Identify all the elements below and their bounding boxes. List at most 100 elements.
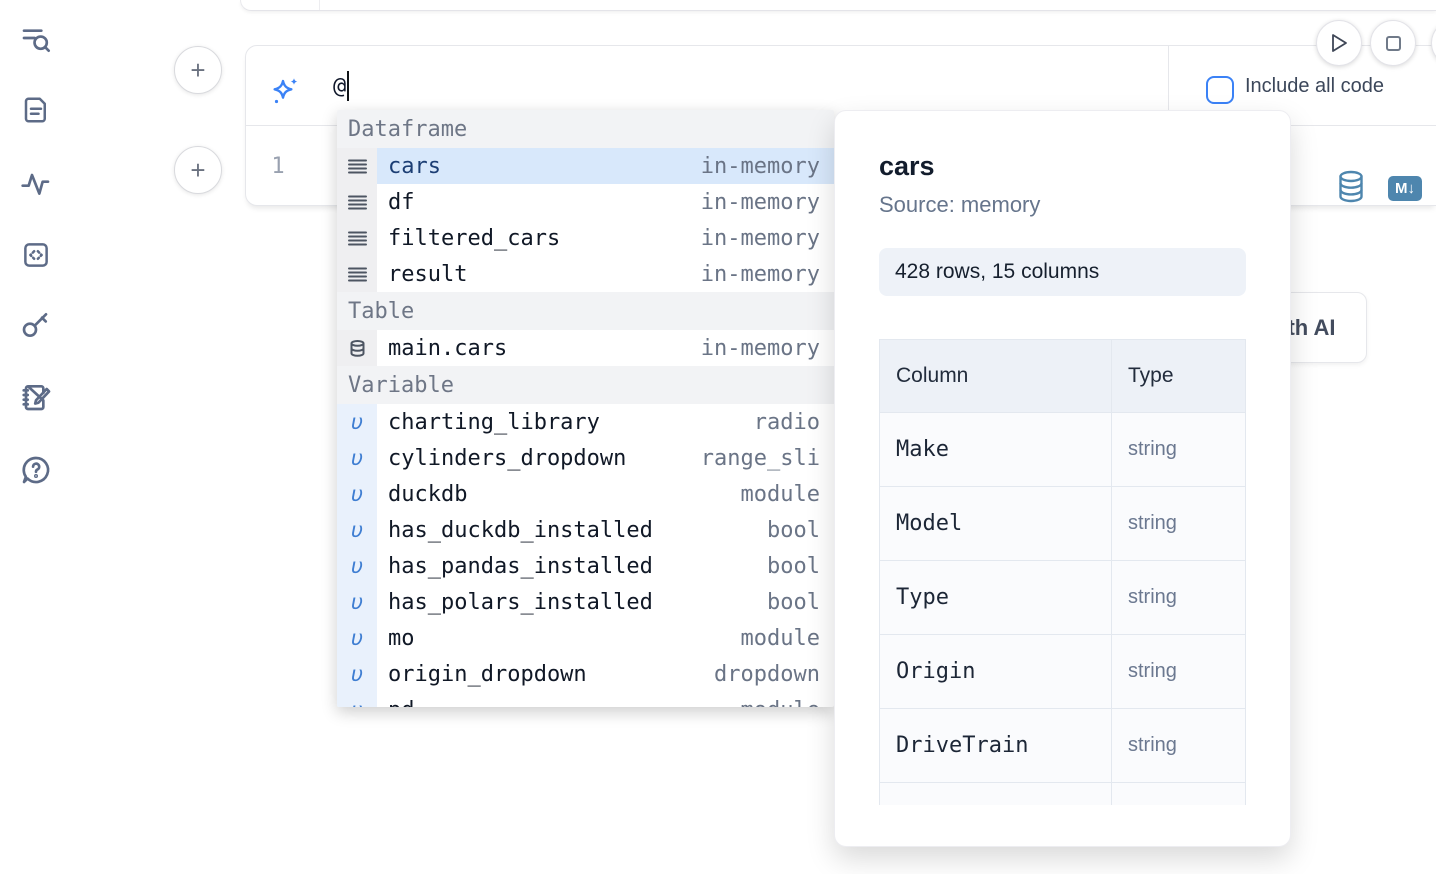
clipped-row: υ pd module: [337, 692, 834, 707]
sidebar-item-secrets[interactable]: [14, 303, 58, 347]
variable-icon: υ: [337, 512, 377, 548]
autocomplete-item[interactable]: result in-memory: [337, 256, 834, 292]
table-row: Origin string: [880, 634, 1245, 708]
autocomplete-item[interactable]: υ cylinders_dropdown range_sli: [337, 440, 834, 476]
autocomplete-item[interactable]: υ has_duckdb_installed bool: [337, 512, 834, 548]
table-row: Model string: [880, 486, 1245, 560]
dataframe-icon: [337, 148, 377, 184]
autocomplete-item[interactable]: υ origin_dropdown dropdown: [337, 656, 834, 692]
autocomplete-item[interactable]: υ mo module: [337, 620, 834, 656]
item-name: duckdb: [388, 481, 468, 507]
markdown-icon[interactable]: M↓: [1388, 176, 1422, 201]
panel-source: Source: memory: [879, 192, 1041, 217]
text-caret: [347, 71, 350, 101]
autocomplete-item[interactable]: filtered_cars in-memory: [337, 220, 834, 256]
divider: [1168, 46, 1169, 125]
include-all-code-label: Include all code: [1245, 74, 1384, 97]
dataframe-icon: [337, 220, 377, 256]
ai-sparkle-icon: [273, 78, 298, 104]
code-cell[interactable]: 1 M↓: [246, 126, 1436, 206]
column-name: DriveTrain: [896, 733, 1029, 758]
column-name: Make: [896, 437, 949, 462]
run-button[interactable]: [1316, 20, 1362, 66]
key-icon: [22, 313, 48, 337]
stop-button[interactable]: [1370, 20, 1416, 66]
item-name: result: [388, 261, 468, 287]
add-cell-button[interactable]: +: [174, 46, 222, 94]
section-header-dataframe: Dataframe: [337, 110, 834, 148]
item-kind: module: [740, 481, 820, 507]
column-name: Origin: [896, 659, 976, 684]
section-header-table: Table: [337, 292, 834, 330]
item-name: pd: [388, 698, 415, 708]
item-kind: in-memory: [700, 189, 820, 215]
dataframe-icon: [337, 184, 377, 220]
notebook-edit-icon: [22, 385, 51, 411]
autocomplete-dropdown: Dataframe cars in-memory df in-memory fi…: [337, 110, 834, 707]
autocomplete-item[interactable]: υ has_polars_installed bool: [337, 584, 834, 620]
sidebar-item-search[interactable]: [14, 18, 58, 62]
variable-icon: υ: [337, 440, 377, 476]
line-number: 1: [271, 153, 285, 179]
item-name: has_pandas_installed: [388, 553, 653, 579]
item-kind: module: [740, 625, 820, 651]
shape-badge: 428 rows, 15 columns: [879, 248, 1246, 296]
item-name: mo: [388, 625, 415, 651]
item-kind: module: [741, 698, 834, 708]
variable-icon: υ: [337, 656, 377, 692]
item-name: has_duckdb_installed: [388, 517, 653, 543]
autocomplete-item[interactable]: df in-memory: [337, 184, 834, 220]
item-kind: dropdown: [714, 661, 820, 687]
autocomplete-item[interactable]: υ pd module: [337, 692, 834, 707]
stop-icon: [1385, 35, 1401, 51]
autocomplete-item[interactable]: υ has_pandas_installed bool: [337, 548, 834, 584]
table-icon: [337, 330, 377, 366]
sidebar-item-snippets[interactable]: [14, 88, 58, 132]
sidebar-item-code[interactable]: [14, 233, 58, 277]
section-header-variable: Variable: [337, 366, 834, 404]
list-search-icon: [22, 29, 50, 52]
variable-icon: υ: [337, 620, 377, 656]
dataframe-preview-panel: cars Source: memory 428 rows, 15 columns…: [834, 110, 1291, 847]
type-header: Type: [1128, 364, 1174, 387]
sidebar-item-help[interactable]: [14, 448, 58, 492]
table-row-clipped: [880, 782, 1245, 805]
sidebar-item-scratchpad[interactable]: [14, 375, 58, 419]
add-cell-button[interactable]: +: [174, 146, 222, 194]
previous-cell-edge: [240, 0, 1436, 11]
item-kind: bool: [767, 553, 820, 579]
variable-icon: υ: [337, 548, 377, 584]
item-name: main.cars: [388, 335, 508, 361]
ai-prompt-input[interactable]: @: [333, 46, 350, 126]
divider: [319, 0, 320, 10]
sidebar-item-tracing[interactable]: [14, 161, 58, 205]
table-row: DriveTrain string: [880, 708, 1245, 782]
activity-icon: [21, 173, 50, 195]
help-icon: [22, 456, 50, 484]
autocomplete-item[interactable]: main.cars in-memory: [337, 330, 834, 366]
item-kind: in-memory: [700, 153, 820, 179]
column-type: string: [1128, 586, 1177, 608]
variable-icon: υ: [337, 692, 377, 707]
column-name: Model: [896, 511, 963, 536]
variable-icon: υ: [337, 584, 377, 620]
document-icon: [24, 97, 46, 123]
autocomplete-item[interactable]: cars in-memory: [337, 148, 834, 184]
database-icon[interactable]: [1337, 170, 1365, 203]
table-row: Make string: [880, 412, 1245, 486]
autocomplete-item[interactable]: υ charting_library radio: [337, 404, 834, 440]
play-icon: [1332, 34, 1347, 52]
column-type: string: [1128, 660, 1177, 682]
item-name: cars: [388, 153, 441, 179]
column-type: string: [1128, 512, 1177, 534]
variable-icon: υ: [337, 476, 377, 512]
dataframe-icon: [337, 256, 377, 292]
item-kind: bool: [767, 517, 820, 543]
autocomplete-item[interactable]: υ duckdb module: [337, 476, 834, 512]
table-header-row: Column Type: [880, 340, 1245, 412]
item-name: df: [388, 189, 415, 215]
item-kind: bool: [767, 589, 820, 615]
column-type: string: [1128, 438, 1177, 460]
include-all-code-checkbox[interactable]: [1206, 76, 1234, 104]
item-name: filtered_cars: [388, 225, 561, 251]
